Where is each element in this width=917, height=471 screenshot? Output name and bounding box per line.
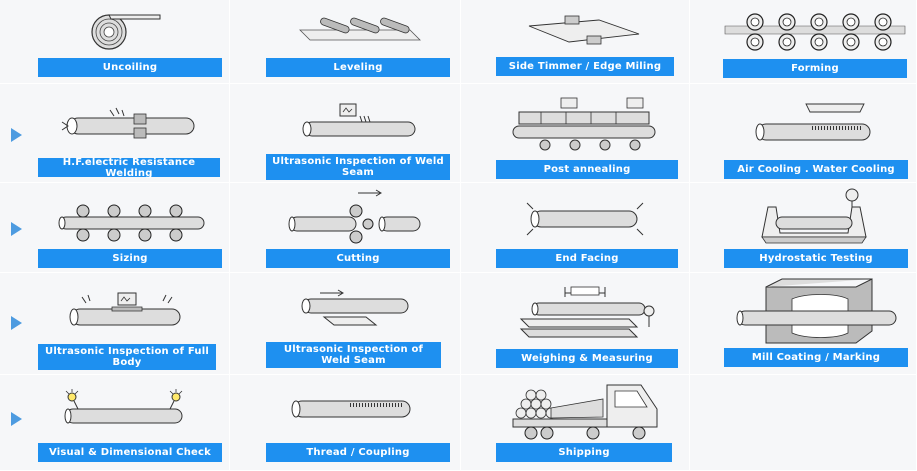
step-label: Cutting (266, 249, 450, 268)
cooling-icon (755, 103, 871, 141)
weighing-icon (519, 286, 655, 338)
coil-icon (91, 14, 161, 50)
step-label: Ultrasonic Inspection of Weld Seam (266, 154, 450, 180)
truck-icon (512, 384, 658, 440)
thread-icon (291, 400, 411, 418)
step-label: Air Cooling . Water Cooling (724, 160, 908, 179)
ultrasonic-icon (302, 103, 416, 137)
step-cell-ultrasonic-full: Ultrasonic Inspection of Full Body (0, 273, 230, 375)
step-cell-thread: Thread / Coupling (230, 375, 461, 471)
step-cell-shipping: Shipping (461, 375, 690, 471)
step-label: Mill Coating / Marking (724, 348, 908, 367)
step-cell-welding: H.F.electric Resistance Welding (0, 84, 230, 183)
ultrasonic-seam-icon (301, 289, 409, 326)
step-cell-end-facing: End Facing (461, 183, 690, 273)
step-cell-uncoiling: Uncoiling (0, 0, 230, 84)
step-label: Post annealing (496, 160, 678, 179)
step-cell-edge-milling: Side Timmer / Edge Miling (461, 0, 690, 84)
step-label: Sizing (38, 249, 222, 268)
flow-arrow-icon (11, 316, 22, 330)
step-label: Side Timmer / Edge Miling (496, 57, 674, 76)
step-cell-ultrasonic-seam: Ultrasonic Inspection of Weld Seam (230, 273, 461, 375)
leveling-icon (299, 17, 421, 41)
hydrostatic-icon (761, 188, 867, 244)
flow-arrow-icon (11, 128, 22, 142)
step-label: Ultrasonic Inspection of Weld Seam (266, 342, 441, 368)
step-cell-coating: Mill Coating / Marking (690, 273, 917, 375)
sizing-icon (58, 204, 205, 242)
step-cell-leveling: Leveling (230, 0, 461, 84)
step-label: Hydrostatic Testing (724, 249, 908, 268)
coating-icon (736, 278, 897, 344)
end-facing-icon (526, 202, 644, 236)
step-label: Ultrasonic Inspection of Full Body (38, 344, 216, 370)
step-cell-hydrostatic: Hydrostatic Testing (690, 183, 917, 273)
step-label: End Facing (496, 249, 678, 268)
step-cell-visual-check: Visual & Dimensional Check (0, 375, 230, 471)
edge-milling-icon (528, 15, 640, 45)
step-label: Weighing & Measuring (496, 349, 678, 368)
step-label: Leveling (266, 58, 450, 77)
ultrasonic-full-icon (69, 292, 181, 326)
step-cell-forming: Forming (690, 0, 917, 84)
cutting-icon (288, 189, 421, 244)
step-cell-cooling: Air Cooling . Water Cooling (690, 84, 917, 183)
step-cell-sizing: Sizing (0, 183, 230, 273)
step-cell-post-annealing: Post annealing (461, 84, 690, 183)
forming-rollers-icon (724, 13, 906, 51)
step-label: Visual & Dimensional Check (38, 443, 222, 462)
flow-arrow-icon (11, 222, 22, 236)
step-cell-weighing: Weighing & Measuring (461, 273, 690, 375)
step-label: Thread / Coupling (266, 443, 450, 462)
step-label: Forming (723, 59, 907, 78)
step-label: Shipping (496, 443, 672, 462)
step-cell-ultrasonic-weld: Ultrasonic Inspection of Weld Seam (230, 84, 461, 183)
step-label: H.F.electric Resistance Welding (38, 157, 220, 179)
step-cell-cutting: Cutting (230, 183, 461, 273)
step-label: Uncoiling (38, 58, 222, 77)
visual-check-icon (64, 389, 183, 424)
welding-icon (61, 107, 195, 139)
empty-cell (690, 375, 917, 471)
flow-arrow-icon (11, 412, 22, 426)
annealing-icon (512, 97, 656, 151)
